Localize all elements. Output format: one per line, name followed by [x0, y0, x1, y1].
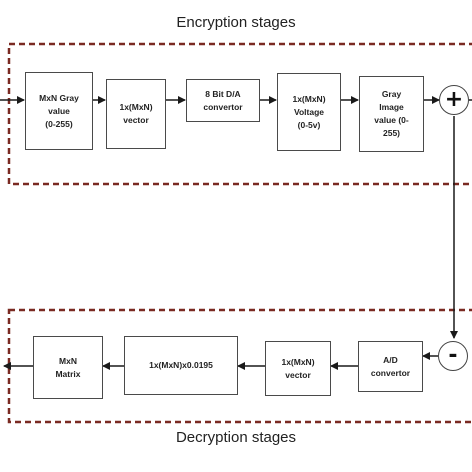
- gray-value-label: MxN Gray value (0-255): [39, 92, 79, 129]
- matrix-block: MxN Matrix: [33, 336, 103, 399]
- decryption-stages-title: Decryption stages: [175, 429, 297, 446]
- gray-value-block: MxN Gray value (0-255): [25, 72, 93, 150]
- dec-vector-block: 1x(MxN) vector: [265, 341, 331, 396]
- matrix-label: MxN Matrix: [55, 355, 81, 379]
- gray-image-block: Gray Image value (0- 255): [359, 76, 424, 152]
- voltage-label: 1x(MxN) Voltage (0-5v): [292, 93, 326, 130]
- decryption-frame: [7, 308, 472, 424]
- da-convertor-block: 8 Bit D/A convertor: [186, 79, 260, 122]
- encryption-frame: [7, 42, 472, 186]
- dec-vector-label: 1x(MxN) vector: [281, 356, 315, 380]
- scaling-block: 1x(MxN)x0.0195: [124, 336, 238, 395]
- minus-symbol: -: [448, 343, 458, 368]
- subtractor-node: -: [438, 341, 468, 371]
- da-convertor-label: 8 Bit D/A convertor: [203, 88, 243, 112]
- encryption-stages-title: Encryption stages: [176, 14, 296, 31]
- vector-block: 1x(MxN) vector: [106, 79, 166, 149]
- vector-label: 1x(MxN) vector: [119, 102, 153, 125]
- scaling-label: 1x(MxN)x0.0195: [149, 360, 213, 370]
- plus-symbol: +: [444, 87, 464, 112]
- voltage-block: 1x(MxN) Voltage (0-5v): [277, 73, 341, 151]
- ad-convertor-block: A/D convertor: [358, 341, 423, 392]
- adder-node: +: [439, 85, 469, 115]
- ad-convertor-label: A/D convertor: [370, 354, 411, 378]
- gray-image-label: Gray Image value (0- 255): [374, 89, 409, 138]
